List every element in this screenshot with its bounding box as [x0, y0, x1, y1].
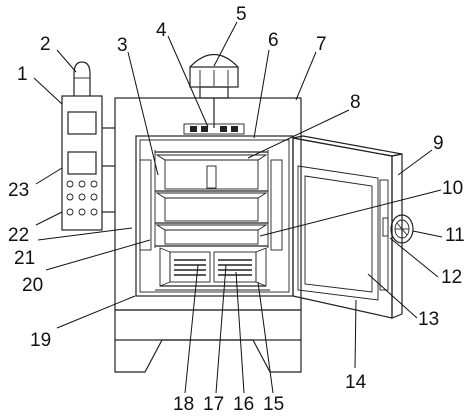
leader-lines: [33, 21, 443, 394]
left-heater: [139, 159, 152, 251]
label-1: 1: [17, 64, 28, 85]
label-9: 9: [433, 133, 444, 154]
label-3: 3: [117, 35, 128, 56]
label-21: 21: [14, 248, 35, 269]
label-18: 18: [173, 394, 194, 415]
fan-motor: [189, 53, 239, 128]
oven-door: [292, 135, 403, 319]
label-5: 5: [236, 4, 247, 25]
label-7: 7: [316, 34, 327, 55]
label-4: 4: [156, 20, 167, 41]
label-20: 20: [22, 275, 43, 296]
label-11: 11: [445, 225, 465, 246]
label-13: 13: [418, 309, 439, 330]
bottom-trays: [155, 247, 270, 291]
label-23: 23: [8, 180, 29, 201]
control-box: [61, 95, 115, 231]
display-screen-top: [67, 111, 97, 135]
label-8: 8: [350, 92, 361, 113]
door-mesh-panel: [304, 175, 373, 293]
label-12: 12: [441, 267, 462, 288]
right-heater: [270, 159, 283, 251]
door-handle-wheel: [390, 214, 414, 244]
label-16: 16: [233, 394, 254, 415]
label-2: 2: [40, 34, 51, 55]
inner-liner: [139, 139, 290, 293]
label-14: 14: [345, 372, 367, 393]
door-latch: [382, 217, 389, 237]
label-19: 19: [30, 330, 51, 351]
label-6: 6: [268, 30, 279, 51]
display-screen-bottom: [67, 151, 97, 175]
fan-blades: [183, 123, 245, 135]
tray-rack: [154, 150, 269, 248]
base-legs: [114, 309, 302, 373]
label-17: 17: [203, 394, 224, 415]
alarm-lamp: [73, 61, 91, 96]
part-labels: 1 2 3 4 5 6 7 8 9 10 11 12 13 14 15 16 1…: [8, 4, 465, 415]
label-10: 10: [442, 178, 463, 199]
label-15: 15: [263, 394, 284, 415]
label-22: 22: [8, 225, 29, 246]
door-insulation: [297, 165, 379, 301]
